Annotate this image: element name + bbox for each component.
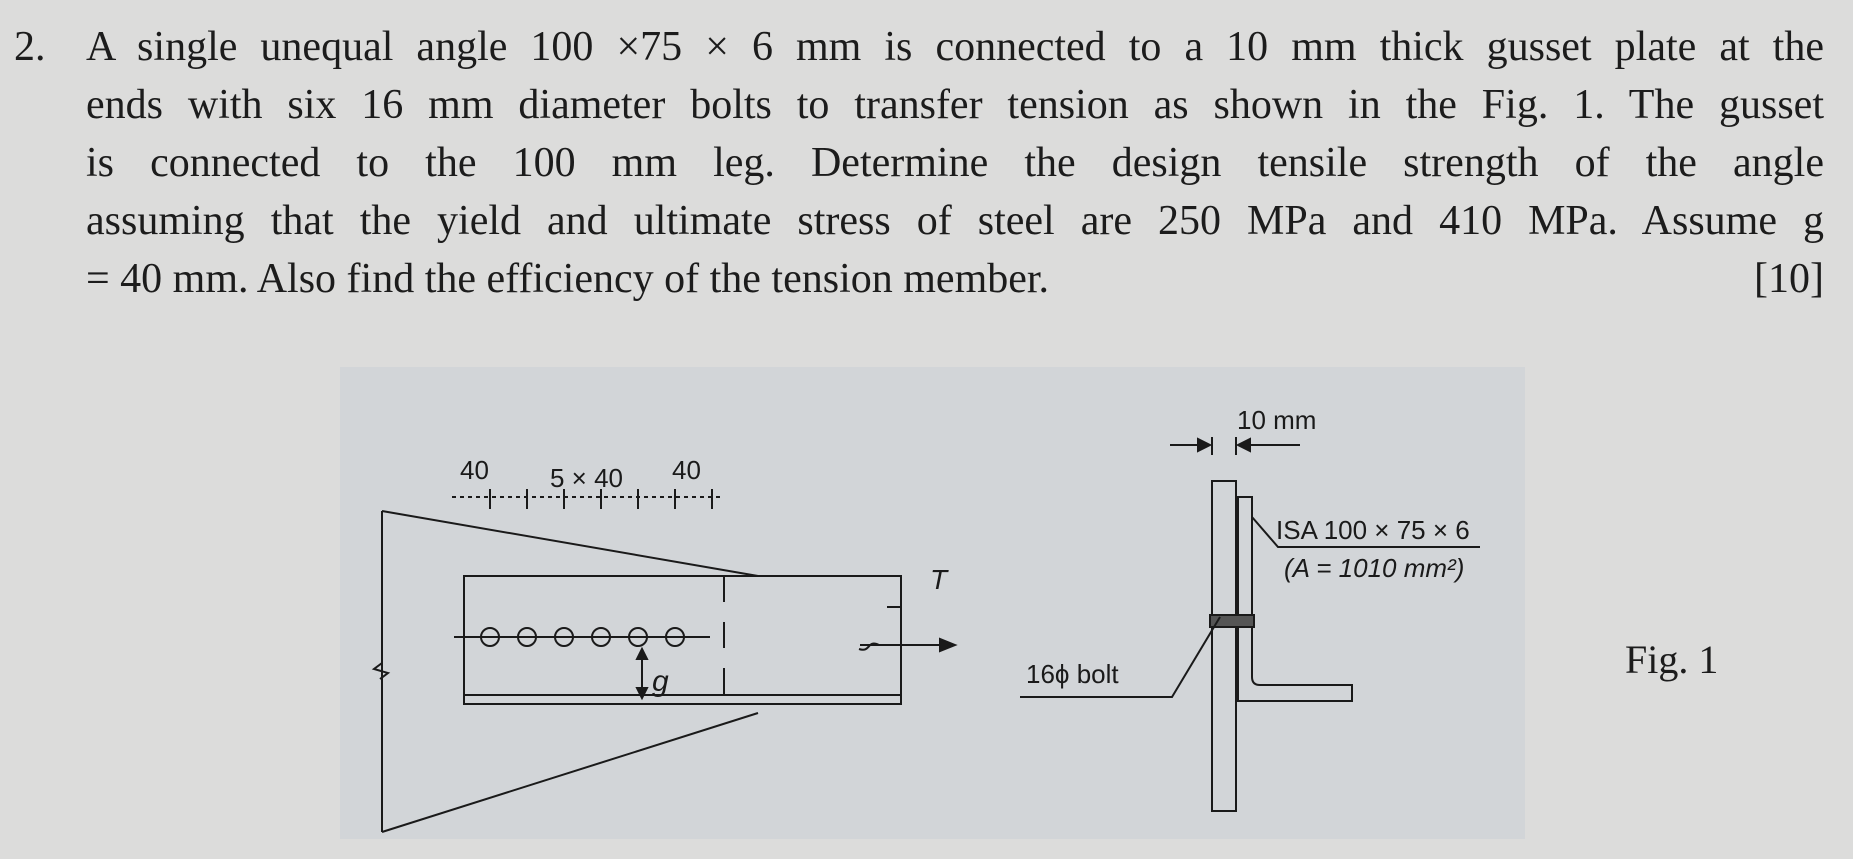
gusset-plate-section: [1211, 480, 1237, 812]
gusset-top-edge: [381, 510, 759, 577]
pitch-ticks: [489, 489, 713, 509]
bolt-label: 16ϕ bolt: [1026, 659, 1119, 689]
question-line-1: A single unequal angle 100 ×75 × 6 mm is…: [86, 24, 1824, 70]
area-label: (A = 1010 mm²): [1284, 553, 1464, 583]
angle-section: [1237, 496, 1353, 702]
dim-pitch: 5 × 40: [550, 463, 623, 493]
thickness-arrow-left-head: [1197, 437, 1213, 453]
bolt-3: [554, 627, 574, 647]
gusset-break-mark: [371, 662, 391, 680]
connection-drawing: 40 5 × 40 40 T g 10 mm ISA 100 × 75 × 6: [371, 405, 1480, 833]
figure-panel: 40 5 × 40 40 T g 10 mm ISA 100 × 75 × 6: [340, 367, 1525, 839]
marks-label: [10]: [1754, 256, 1824, 302]
bolt-4: [591, 627, 611, 647]
section-leader: [1251, 516, 1480, 548]
question-number: 2.: [14, 24, 46, 70]
bolt-6: [665, 627, 685, 647]
gauge-arrow-up: [635, 646, 649, 660]
bolt-hatch: [1209, 614, 1255, 628]
question-line-5: = 40 mm. Also find the efficiency of the…: [86, 250, 1824, 308]
load-label: T: [930, 564, 949, 595]
dim-end-left: 40: [460, 455, 489, 485]
section-label: ISA 100 × 75 × 6: [1276, 515, 1470, 545]
bolt-1: [480, 627, 500, 647]
question-line-2: ends with six 16 mm diameter bolts to tr…: [86, 82, 1824, 128]
thickness-arrow-right-head: [1235, 437, 1251, 453]
question-line-3: is connected to the 100 mm leg. Determin…: [86, 140, 1824, 186]
question-line-4: assuming that the yield and ultimate str…: [86, 198, 1824, 244]
plate-thickness-label: 10 mm: [1237, 405, 1316, 435]
bolt-leader: [1020, 616, 1221, 698]
figure-caption: Fig. 1: [1625, 637, 1719, 682]
load-arrow-head: [939, 637, 958, 653]
gusset-plan-view: [371, 489, 958, 833]
gusset-bottom-edge: [381, 712, 759, 833]
section-view: [1020, 437, 1480, 812]
bolt-5: [628, 627, 648, 647]
gauge-label: g: [652, 665, 669, 698]
bolt-row: [480, 627, 685, 647]
bolt-2: [517, 627, 537, 647]
question-line-5-text: = 40 mm. Also find the efficiency of the…: [86, 256, 1050, 302]
gauge-arrow-down: [635, 687, 649, 701]
angle-leg: [463, 575, 902, 705]
question-text: A single unequal angle 100 ×75 × 6 mm is…: [86, 18, 1824, 308]
dim-end-right: 40: [672, 455, 701, 485]
